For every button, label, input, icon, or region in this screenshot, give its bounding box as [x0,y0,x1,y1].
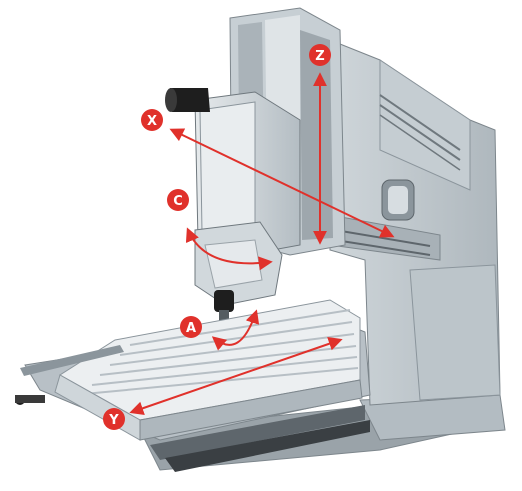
y-axis-arrow [129,337,343,415]
axis-label-z: Z [309,44,331,66]
axis-label-a-text: A [186,321,196,336]
axis-label-x: X [141,109,163,131]
a-axis-arrow [211,309,260,351]
axis-label-c: C [167,189,189,211]
x-axis-arrow [169,128,395,238]
axis-label-z-text: Z [315,49,324,64]
axis-label-c-text: C [173,194,183,209]
axis-label-y-text: Y [108,413,119,428]
axis-arrows [129,72,395,415]
c-axis-arrow [185,227,273,271]
axis-label-x-text: X [147,114,157,129]
axis-label-a: A [180,316,202,338]
axis-label-y: Y [103,408,125,430]
